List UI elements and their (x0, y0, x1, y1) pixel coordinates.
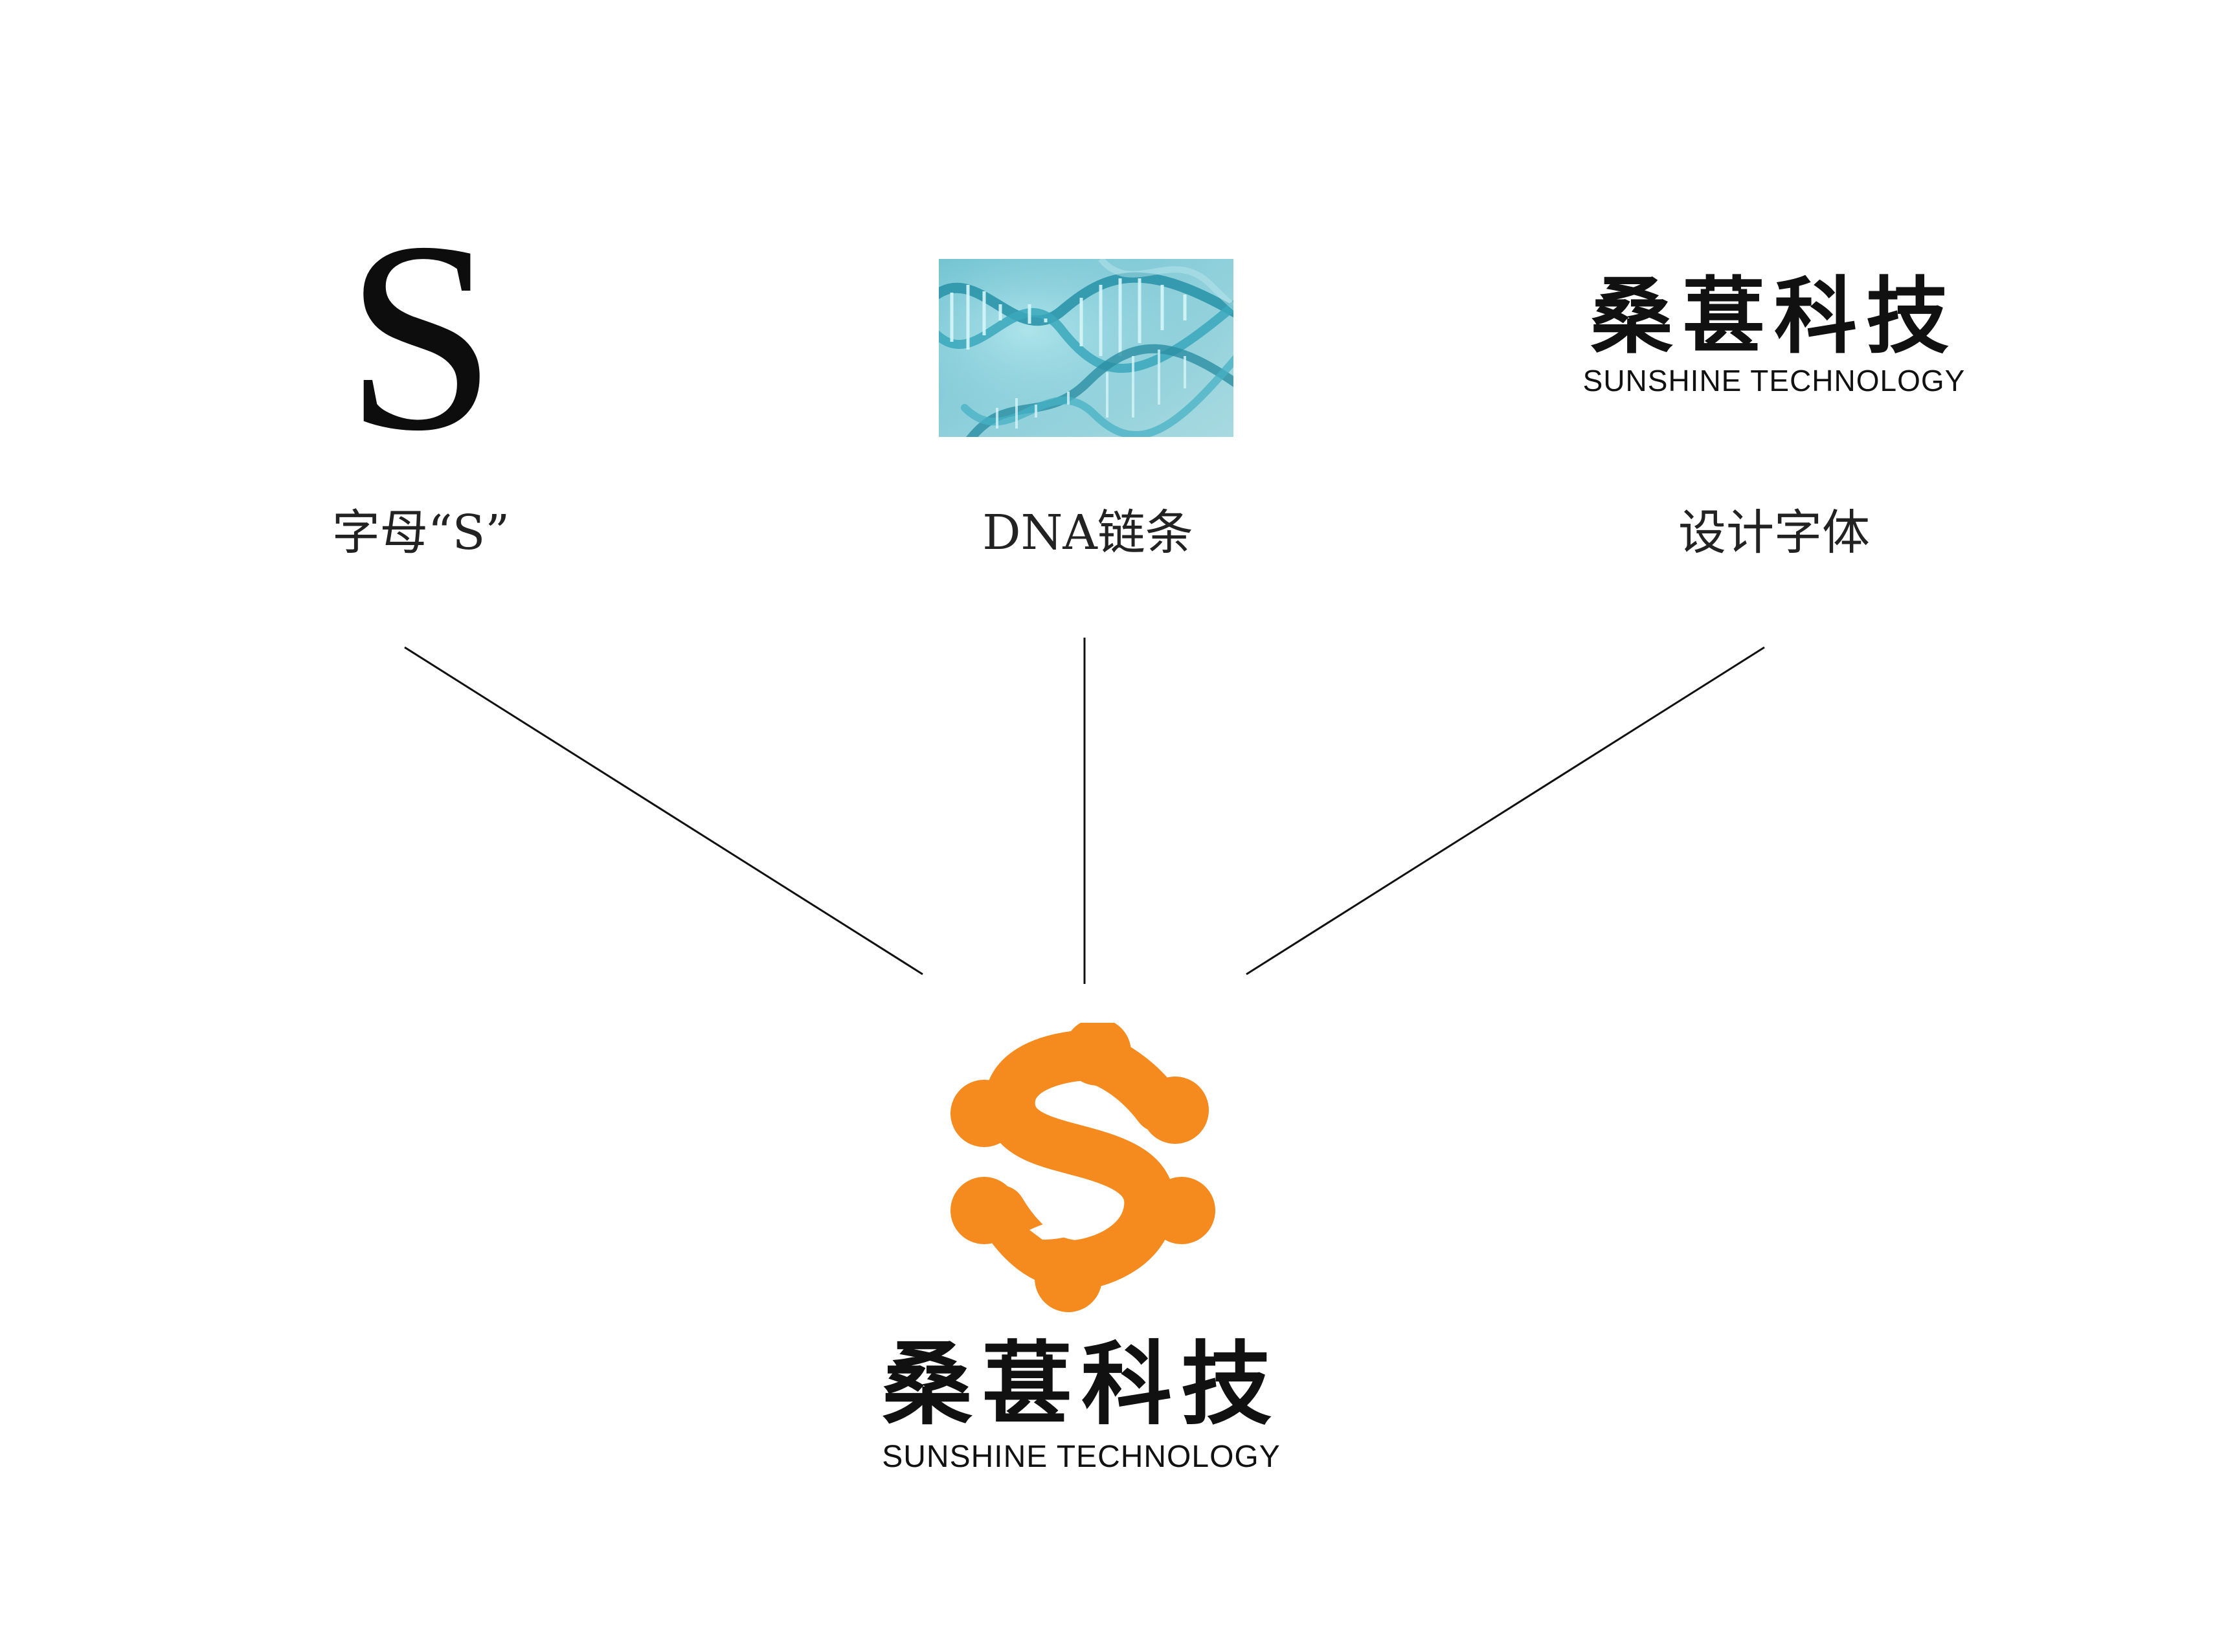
final-wordmark: 桑葚科技 SUNSHINE TECHNOLOGY (874, 1334, 1288, 1489)
molecule-s-icon (950, 1018, 1215, 1312)
caption-dna: DNA链条 (982, 505, 1193, 561)
connector-left (404, 646, 923, 976)
letter-s-glyph: S (345, 186, 497, 487)
final-wordmark-chinese: 桑葚科技 (881, 1332, 1281, 1438)
dna-helix-icon (939, 259, 1233, 437)
wordmark-font-sample: 桑葚科技 SUNSHINE TECHNOLOGY (1567, 272, 1981, 414)
caption-letter-s: 字母“S” (332, 505, 510, 561)
wordmark-english: SUNSHINE TECHNOLOGY (1582, 364, 1966, 397)
final-wordmark-english: SUNSHINE TECHNOLOGY (882, 1440, 1281, 1474)
caption-font: 设计字体 (1678, 505, 1870, 561)
connector-right (1246, 646, 1765, 976)
wordmark-chinese: 桑葚科技 (1590, 269, 1958, 365)
dna-helix-image (939, 259, 1233, 437)
final-logo (945, 1018, 1217, 1321)
